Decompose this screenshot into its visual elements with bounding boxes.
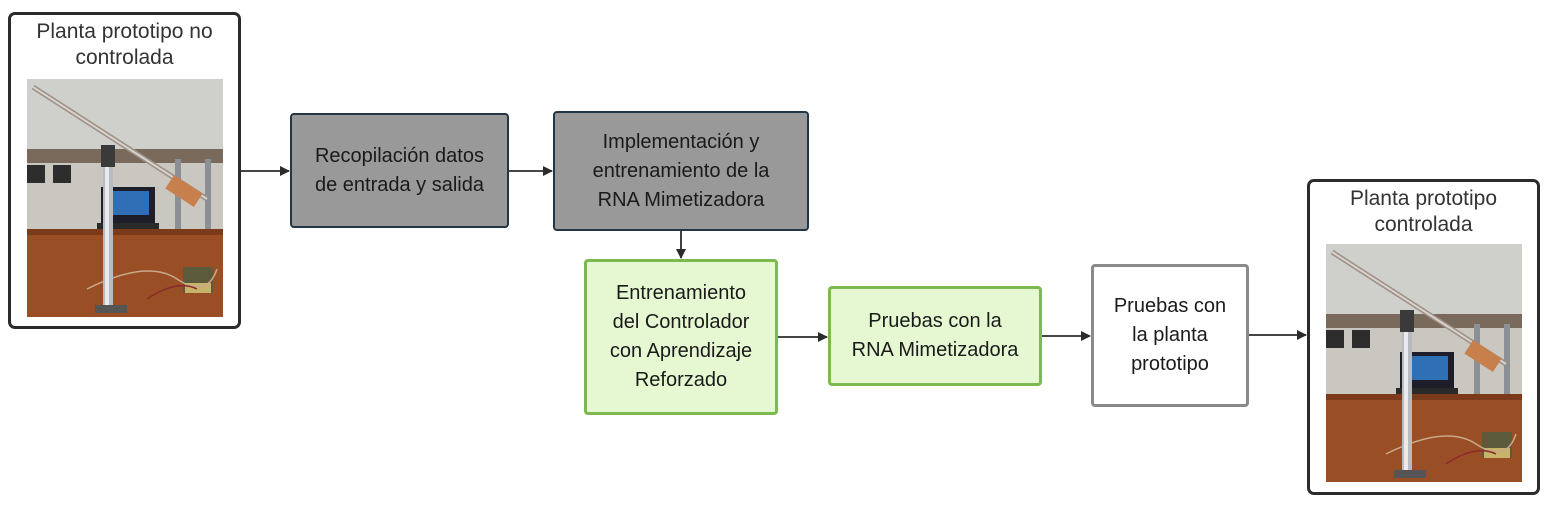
output-plant-frame: Planta prototipo controlada <box>1307 179 1540 495</box>
mimic-network-tests-box: Pruebas con la RNA Mimetizadora <box>828 286 1042 386</box>
plant-tests-box: Pruebas con la planta prototipo <box>1091 264 1249 407</box>
data-collection-box: Recopilación datos de entrada y salida <box>290 113 509 228</box>
output-plant-title: Planta prototipo controlada <box>1349 187 1498 236</box>
controller-training-box: Entrenamiento del Controlador con Aprend… <box>584 259 778 415</box>
input-plant-title: Planta prototipo no controlada <box>36 20 213 69</box>
mimic-network-training-box: Implementación y entrenamiento de la RNA… <box>553 111 809 231</box>
input-plant-frame: Planta prototipo no controlada <box>8 12 241 329</box>
